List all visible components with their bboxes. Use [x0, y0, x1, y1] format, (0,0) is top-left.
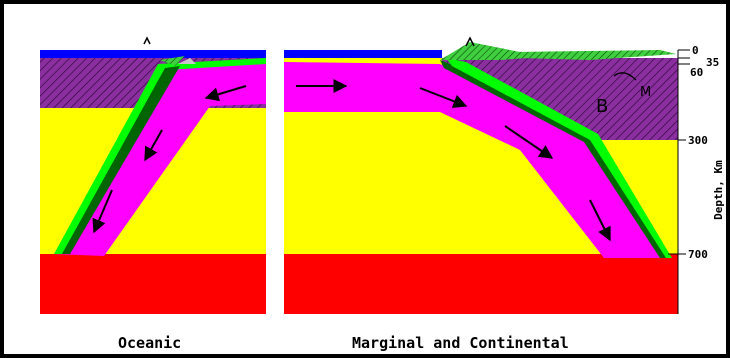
oceanic-caption: Oceanic — [118, 334, 181, 352]
depth-label-700: 700 — [688, 248, 708, 261]
magma-label: M — [640, 85, 651, 100]
marginal-caption: Marginal and Continental — [352, 334, 569, 352]
depth-label-0: 0 — [692, 44, 699, 57]
depth-axis-title: Depth, Km — [712, 160, 725, 220]
oceanic-lower-mantle — [40, 254, 266, 314]
depth-label-300: 300 — [688, 134, 708, 147]
depth-label-60: 60 — [690, 66, 703, 79]
depth-label-35: 35 — [706, 56, 719, 69]
back-arc-label: B — [596, 96, 608, 117]
marginal-panel: B M — [284, 38, 678, 314]
marginal-lower-mantle — [284, 254, 678, 314]
oceanic-panel — [40, 38, 266, 314]
oceanic-sea — [40, 50, 266, 58]
